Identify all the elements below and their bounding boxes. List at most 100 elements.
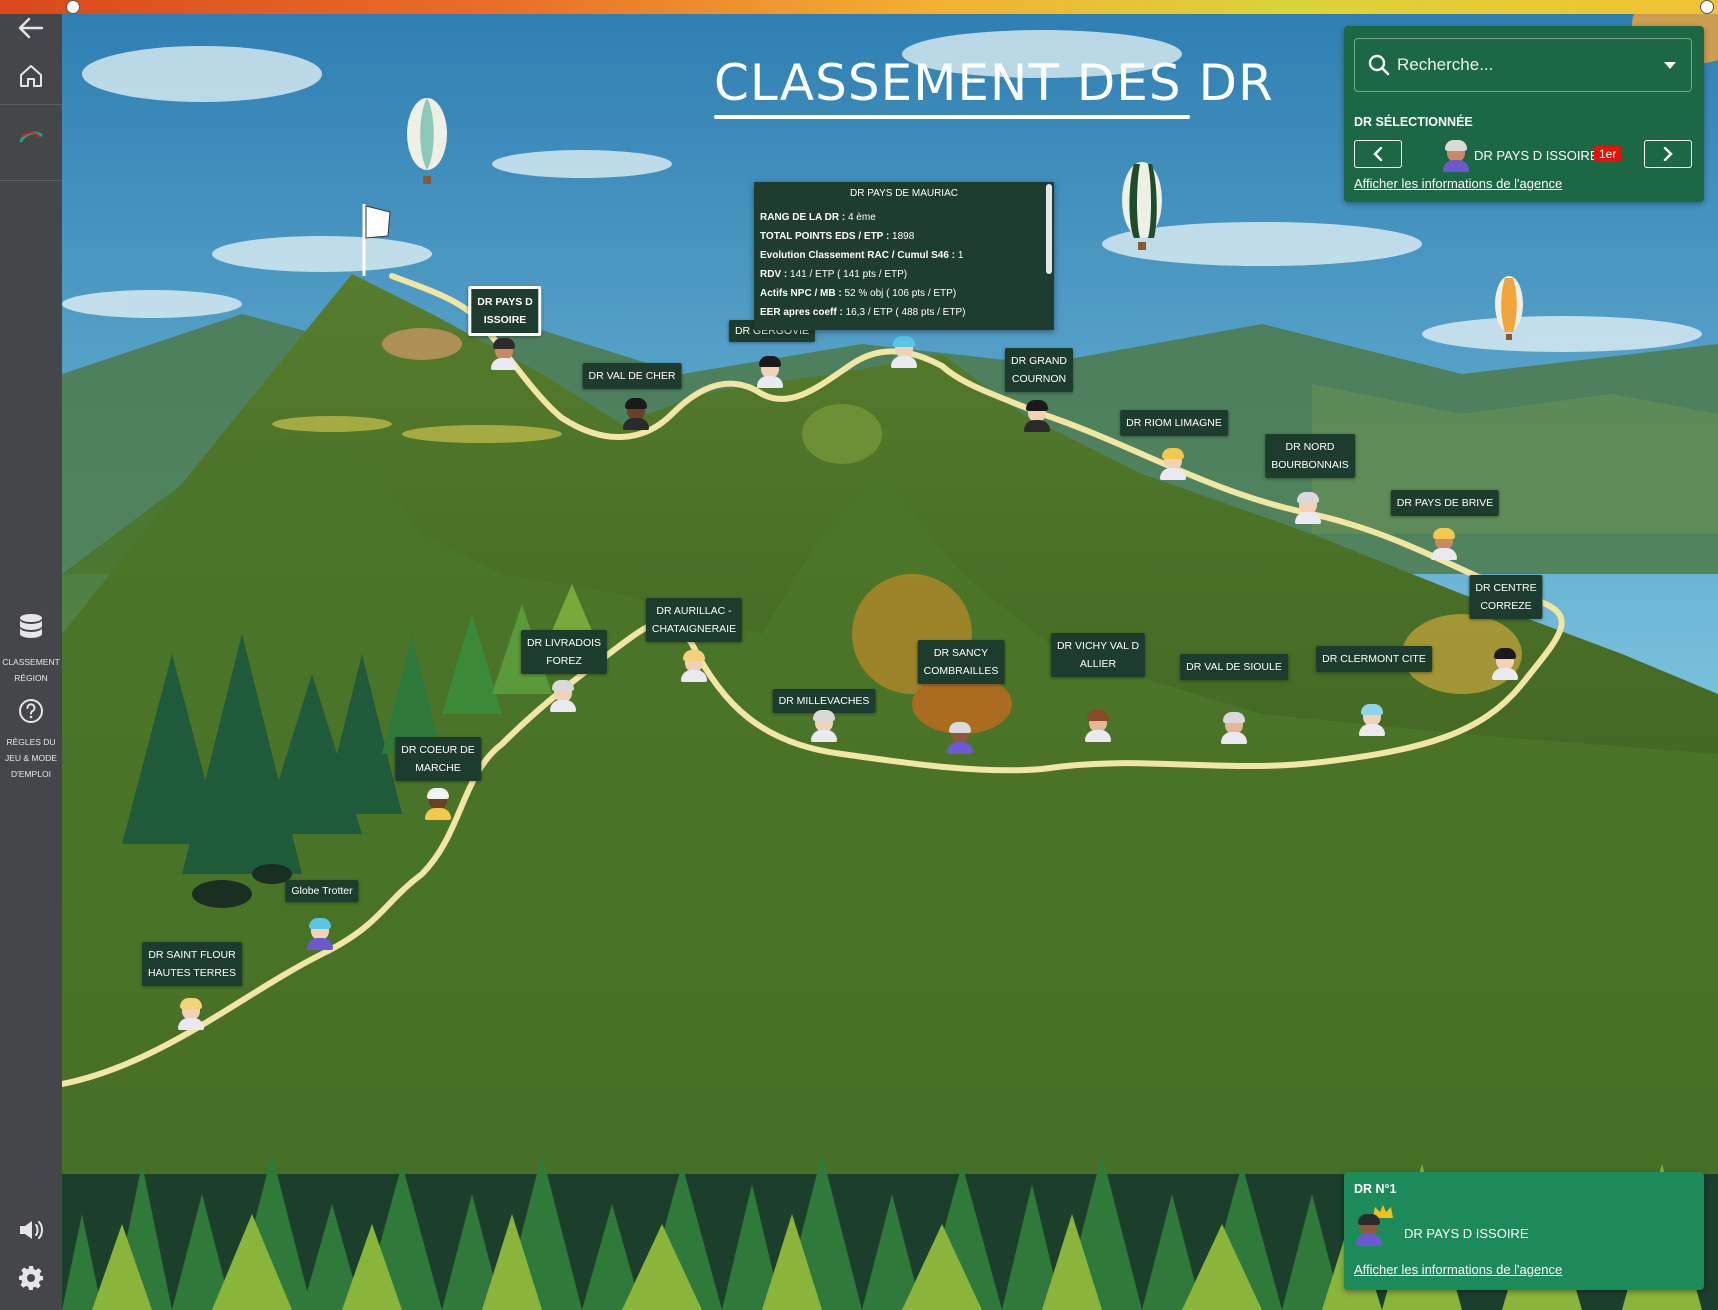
top-dr-panel: DR N°1 DR PAYS D ISSOIRE Afficher les in… — [1344, 1172, 1704, 1290]
dr-label-line: DR MILLEVACHES — [778, 695, 870, 707]
avatar[interactable] — [889, 336, 919, 368]
gear-icon — [19, 1266, 43, 1290]
classement-region-label[interactable]: CLASSEMENT RÉGION — [2, 657, 60, 683]
avatar[interactable] — [489, 338, 519, 370]
tooltip-row: Evolution Classement RAC / Cumul S46 : 1 — [760, 250, 964, 261]
dr-label-line: ISSOIRE — [483, 314, 527, 326]
dr-label-line: Globe Trotter — [291, 885, 353, 897]
agency-info-link[interactable]: Afficher les informations de l'agence — [1354, 176, 1563, 191]
agency-info-link[interactable]: Afficher les informations de l'agence — [1354, 1262, 1563, 1277]
dr-label-line: DR AURILLAC - — [656, 605, 732, 617]
dr-label-line: DR GRAND — [1010, 355, 1068, 367]
dr-label-line: DR VAL DE CHER — [588, 370, 676, 382]
dr-label-millevaches[interactable]: DR MILLEVACHES — [772, 689, 876, 713]
dr-label-line: DR VICHY VAL D — [1056, 640, 1140, 652]
tooltip-row: RANG DE LA DR : 4 ème — [760, 212, 876, 223]
landscape-background — [62, 14, 1718, 1310]
logo-button[interactable] — [0, 122, 62, 152]
selected-dr-panel: Recherche... DR SÉLECTIONNÉE DR PAYS D I… — [1344, 26, 1704, 202]
dr-label-aurillac[interactable]: DR AURILLAC - CHATAIGNERAIE — [645, 598, 743, 642]
dr-label-clermont-cite[interactable]: DR CLERMONT CITE — [1316, 646, 1432, 672]
tooltip-scrollbar[interactable] — [1046, 184, 1052, 274]
tooltip-row: RDV : 141 / ETP ( 141 pts / ETP) — [760, 269, 908, 280]
tooltip-row: TOTAL POINTS EDS / ETP : 1898 — [760, 231, 915, 242]
selected-dr-name: DR PAYS D ISSOIRE — [1474, 148, 1599, 163]
next-dr-button[interactable] — [1644, 140, 1692, 168]
back-button[interactable] — [0, 10, 62, 46]
dr-label-val-de-cher[interactable]: DR VAL DE CHER — [582, 363, 682, 389]
top-dr-name: DR PAYS D ISSOIRE — [1404, 1226, 1529, 1241]
search-input[interactable]: Recherche... — [1354, 38, 1692, 92]
avatar[interactable] — [1293, 492, 1323, 524]
dr-label-centre-correze[interactable]: DR CENTRE CORREZE — [1469, 575, 1543, 619]
dr-label-line: DR PAYS DE BRIVE — [1396, 497, 1494, 509]
sound-button[interactable] — [0, 1214, 62, 1246]
regles-button[interactable] — [0, 696, 62, 726]
dr-label-line: DR CLERMONT CITE — [1322, 653, 1426, 665]
sidebar-divider — [0, 104, 62, 105]
chevron-left-icon — [1373, 147, 1383, 161]
classement-region-button[interactable] — [0, 612, 62, 644]
avatar[interactable] — [809, 710, 839, 742]
dr-label-globe-trotter[interactable]: Globe Trotter — [285, 880, 359, 902]
dr-label-line: CHATAIGNERAIE — [651, 623, 737, 635]
crown-icon — [1373, 1205, 1393, 1218]
settings-button[interactable] — [0, 1262, 62, 1294]
avatar[interactable] — [1490, 648, 1520, 680]
avatar[interactable] — [945, 722, 975, 754]
dr-label-vichy[interactable]: DR VICHY VAL D ALLIER — [1050, 633, 1146, 677]
avatar — [1354, 1214, 1384, 1246]
avatar[interactable] — [755, 356, 785, 388]
dr-label-line: COURNON — [1011, 373, 1067, 385]
sidebar-divider — [0, 180, 62, 181]
top-dr-title: DR N°1 — [1354, 1182, 1397, 1196]
avatar[interactable] — [621, 398, 651, 430]
dr-label-line: DR CENTRE — [1475, 582, 1537, 594]
title-underline — [714, 115, 1190, 119]
database-icon — [20, 614, 42, 638]
dr-label-line: CORREZE — [1480, 600, 1532, 612]
dr-label-grand-cournon[interactable]: DR GRAND COURNON — [1004, 348, 1074, 392]
home-button[interactable] — [0, 58, 62, 94]
avatar[interactable] — [305, 918, 335, 950]
selected-title: DR SÉLECTIONNÉE — [1354, 115, 1473, 129]
avatar[interactable] — [1158, 448, 1188, 480]
avatar[interactable] — [1429, 528, 1459, 560]
avatar[interactable] — [1083, 710, 1113, 742]
chevron-down-icon[interactable] — [1663, 61, 1677, 70]
sidebar: CLASSEMENT RÉGION RÈGLES DU JEU & MODE D… — [0, 0, 62, 1310]
tooltip-row: Actifs NPC / MB : 52 % obj ( 106 pts / E… — [760, 288, 957, 299]
page-title: CLASSEMENT DES DR — [714, 54, 1274, 112]
previous-dr-button[interactable] — [1354, 140, 1402, 168]
dr-label-line: ALLIER — [1079, 658, 1117, 670]
avatar[interactable] — [1022, 400, 1052, 432]
regles-label[interactable]: RÈGLES DU JEU & MODE D'EMPLOI — [5, 737, 57, 779]
avatar[interactable] — [176, 998, 206, 1030]
dr-label-line: HAUTES TERRES — [148, 967, 236, 979]
dr-label-val-de-sioule[interactable]: DR VAL DE SIOULE — [1180, 654, 1288, 680]
dr-label-line: DR RIOM LIMAGNE — [1126, 417, 1222, 429]
tooltip-row: EER apres coeff : 16,3 / ETP ( 488 pts /… — [760, 307, 966, 318]
dr-label-pays-de-brive[interactable]: DR PAYS DE BRIVE — [1390, 490, 1500, 516]
dr-label-line: DR SANCY — [933, 647, 989, 659]
left-handle-icon — [66, 0, 80, 14]
dr-info-tooltip: DR PAYS DE MAURIAC RANG DE LA DR : 4 ème… — [754, 182, 1054, 330]
speaker-icon — [20, 1221, 43, 1239]
avatar[interactable] — [423, 788, 453, 820]
tooltip-title: DR PAYS DE MAURIAC — [850, 188, 958, 199]
avatar[interactable] — [679, 650, 709, 682]
avatar[interactable] — [1219, 712, 1249, 744]
avatar[interactable] — [548, 680, 578, 712]
dr-label-riom[interactable]: DR RIOM LIMAGNE — [1120, 410, 1228, 436]
right-handle-icon — [1700, 0, 1714, 14]
dr-label-line: DR COEUR DE — [401, 744, 475, 756]
top-progress-strip — [0, 0, 1718, 14]
avatar[interactable] — [1357, 704, 1387, 736]
